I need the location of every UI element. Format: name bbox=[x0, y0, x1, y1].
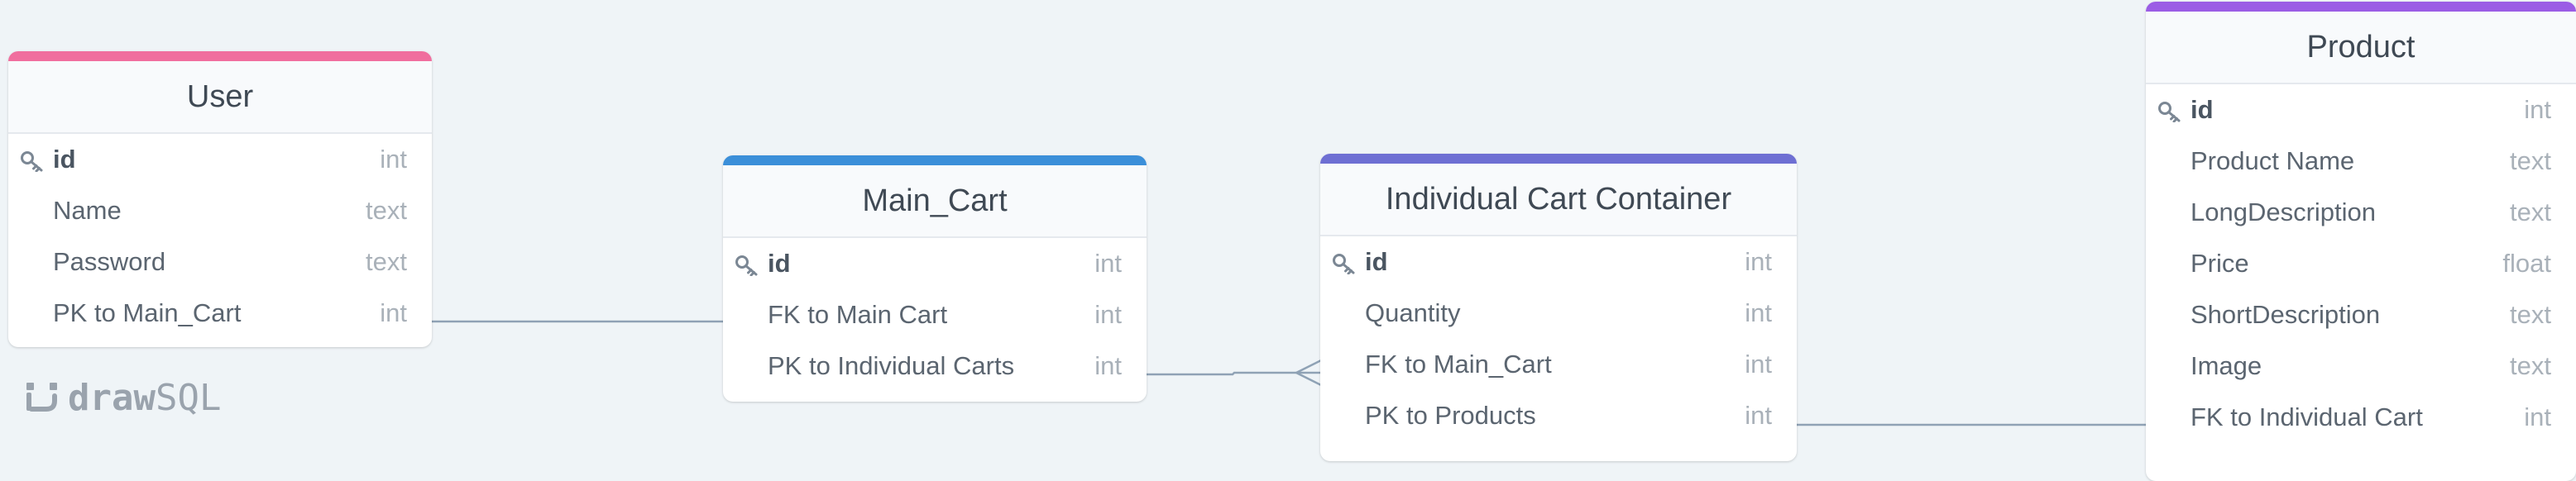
key-icon bbox=[735, 253, 759, 277]
drawsql-logo-icon bbox=[26, 382, 57, 412]
logo-text-sql: SQL bbox=[155, 377, 222, 419]
table-title[interactable]: Main_Cart bbox=[723, 165, 1147, 238]
field-row[interactable]: PK to Products int bbox=[1320, 390, 1797, 441]
field-row[interactable]: Quantity int bbox=[1320, 288, 1797, 339]
primary-key-row[interactable]: id int bbox=[8, 134, 432, 185]
field-type: int bbox=[1094, 351, 1122, 380]
field-name: PK to Main_Cart bbox=[53, 298, 242, 327]
field-name: LongDescription bbox=[2191, 198, 2377, 226]
table-title[interactable]: User bbox=[8, 61, 432, 134]
field-type: int bbox=[1745, 350, 1772, 379]
key-icon bbox=[2157, 99, 2182, 123]
table-color-bar bbox=[2146, 2, 2576, 12]
relationship-lines bbox=[432, 320, 2147, 426]
field-name: id bbox=[1365, 247, 1388, 276]
table-title[interactable]: Individual Cart Container bbox=[1320, 164, 1797, 236]
field-name: FK to Main_Cart bbox=[1365, 350, 1552, 379]
field-row[interactable]: FK to Main_Cart int bbox=[1320, 339, 1797, 390]
field-type: int bbox=[1745, 298, 1772, 327]
field-type: int bbox=[380, 298, 407, 327]
field-row[interactable]: Password text bbox=[8, 236, 432, 288]
field-name: Image bbox=[2191, 351, 2262, 380]
field-row[interactable]: Product Name text bbox=[2146, 136, 2576, 187]
field-type: int bbox=[1745, 401, 1772, 430]
field-name: id bbox=[2191, 95, 2214, 124]
crows-foot-marker bbox=[1294, 359, 1322, 387]
key-icon bbox=[20, 149, 45, 173]
key-icon bbox=[1332, 251, 1357, 275]
field-name: FK to Main Cart bbox=[768, 300, 948, 329]
field-row[interactable]: Name text bbox=[8, 185, 432, 236]
field-type: text bbox=[2510, 198, 2551, 226]
relation-main-cart-individual[interactable] bbox=[1147, 371, 1321, 376]
drawsql-logo: draw SQL bbox=[25, 377, 221, 419]
field-name: Name bbox=[53, 196, 122, 225]
field-name: PK to Products bbox=[1365, 401, 1536, 430]
field-row[interactable]: FK to Main Cart int bbox=[723, 289, 1147, 341]
field-name: id bbox=[768, 249, 791, 278]
field-name: Password bbox=[53, 247, 166, 276]
field-row[interactable]: ShortDescription text bbox=[2146, 289, 2576, 341]
primary-key-row[interactable]: id int bbox=[2146, 84, 2576, 136]
field-name: Price bbox=[2191, 249, 2249, 278]
field-type: text bbox=[2510, 146, 2551, 175]
field-row[interactable]: Price float bbox=[2146, 238, 2576, 289]
table-title[interactable]: Product bbox=[2146, 12, 2576, 84]
field-type: float bbox=[2502, 249, 2551, 278]
field-name: Quantity bbox=[1365, 298, 1461, 327]
field-name: PK to Individual Carts bbox=[768, 351, 1015, 380]
field-type: int bbox=[1094, 300, 1122, 329]
field-type: text bbox=[366, 196, 407, 225]
field-row[interactable]: Image text bbox=[2146, 341, 2576, 392]
field-name: FK to Individual Cart bbox=[2191, 402, 2423, 431]
logo-text-draw: draw bbox=[68, 377, 156, 419]
field-type: text bbox=[2510, 351, 2551, 380]
primary-key-row[interactable]: id int bbox=[723, 238, 1147, 289]
field-name: ShortDescription bbox=[2191, 300, 2381, 329]
primary-key-row[interactable]: id int bbox=[1320, 236, 1797, 288]
field-type: text bbox=[366, 247, 407, 276]
field-row[interactable]: FK to Individual Cart int bbox=[2146, 392, 2576, 443]
field-name: id bbox=[53, 145, 76, 174]
field-type: int bbox=[380, 145, 407, 174]
field-row[interactable]: LongDescription text bbox=[2146, 187, 2576, 238]
field-type: int bbox=[2524, 402, 2551, 431]
field-type: int bbox=[1094, 249, 1122, 278]
field-type: int bbox=[2524, 95, 2551, 124]
field-row[interactable]: PK to Individual Carts int bbox=[723, 341, 1147, 392]
table-color-bar bbox=[1320, 154, 1797, 164]
field-name: Product Name bbox=[2191, 146, 2355, 175]
table-color-bar bbox=[723, 155, 1147, 165]
field-row[interactable]: PK to Main_Cart int bbox=[8, 288, 432, 339]
field-type: text bbox=[2510, 300, 2551, 329]
field-type: int bbox=[1745, 247, 1772, 276]
table-color-bar bbox=[8, 51, 432, 61]
